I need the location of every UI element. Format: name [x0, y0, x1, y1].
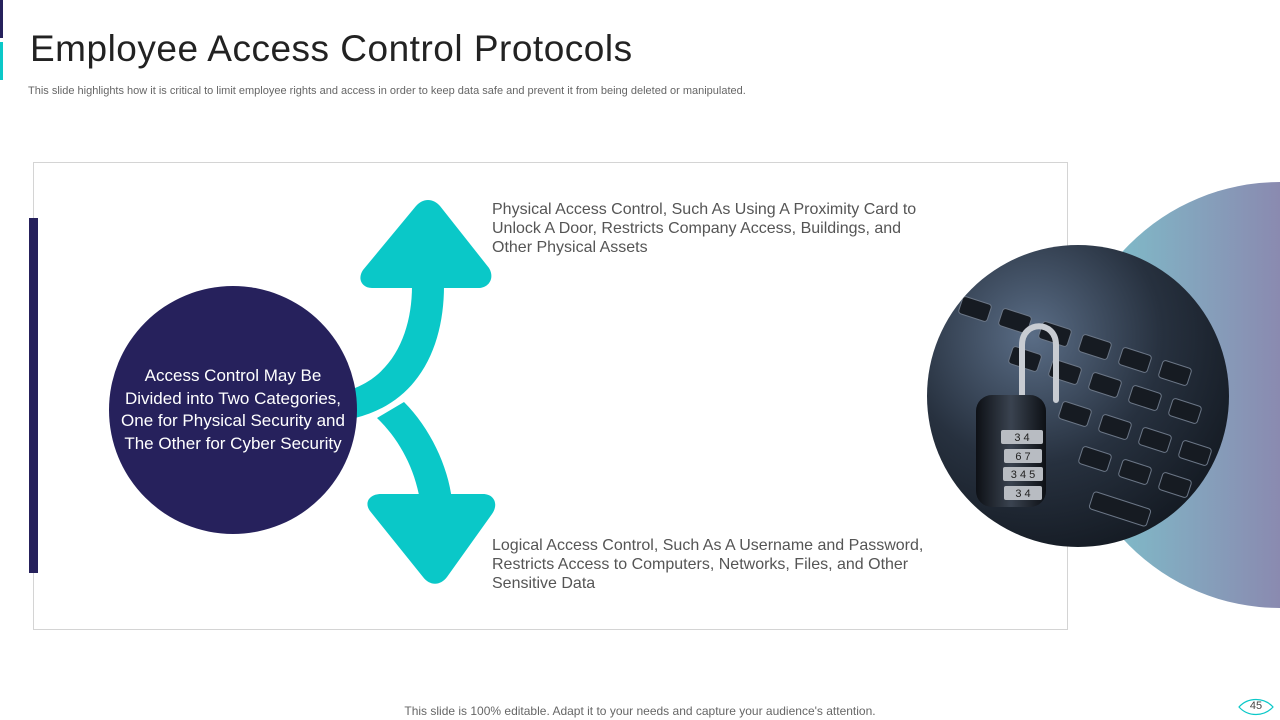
center-circle: Access Control May Be Divided into Two C…: [109, 286, 357, 534]
page-number-badge: 45: [1238, 698, 1274, 716]
dial-row-1: 3 4: [1014, 432, 1029, 444]
content-side-bar: [29, 218, 38, 573]
dial-row-3: 3 4 5: [1011, 469, 1035, 481]
title-accent-bar-navy: [0, 0, 3, 38]
page-number: 45: [1249, 700, 1263, 712]
dial-row-4: 3 4: [1015, 488, 1030, 500]
physical-access-text: Physical Access Control, Such As Using A…: [492, 201, 917, 256]
padlock-photo: 3 4 6 7 3 4 5 3 4: [927, 245, 1229, 547]
title-accent-bar-teal: [0, 42, 3, 80]
logical-access-text: Logical Access Control, Such As A Userna…: [492, 537, 924, 592]
footer-note: This slide is 100% editable. Adapt it to…: [404, 704, 876, 718]
slide-title: Employee Access Control Protocols: [30, 28, 633, 69]
center-text: Access Control May Be Divided into Two C…: [121, 366, 345, 453]
keyboard-keys: [958, 296, 1212, 527]
curved-arrow-up-icon: [355, 200, 492, 418]
padlock-icon: 3 4 6 7 3 4 5 3 4: [976, 323, 1059, 507]
slide-subtitle: This slide highlights how it is critical…: [28, 85, 746, 97]
curved-arrow-down-icon: [367, 402, 496, 584]
eye-shape-icon: [1238, 698, 1274, 716]
dial-row-2: 6 7: [1015, 451, 1030, 463]
